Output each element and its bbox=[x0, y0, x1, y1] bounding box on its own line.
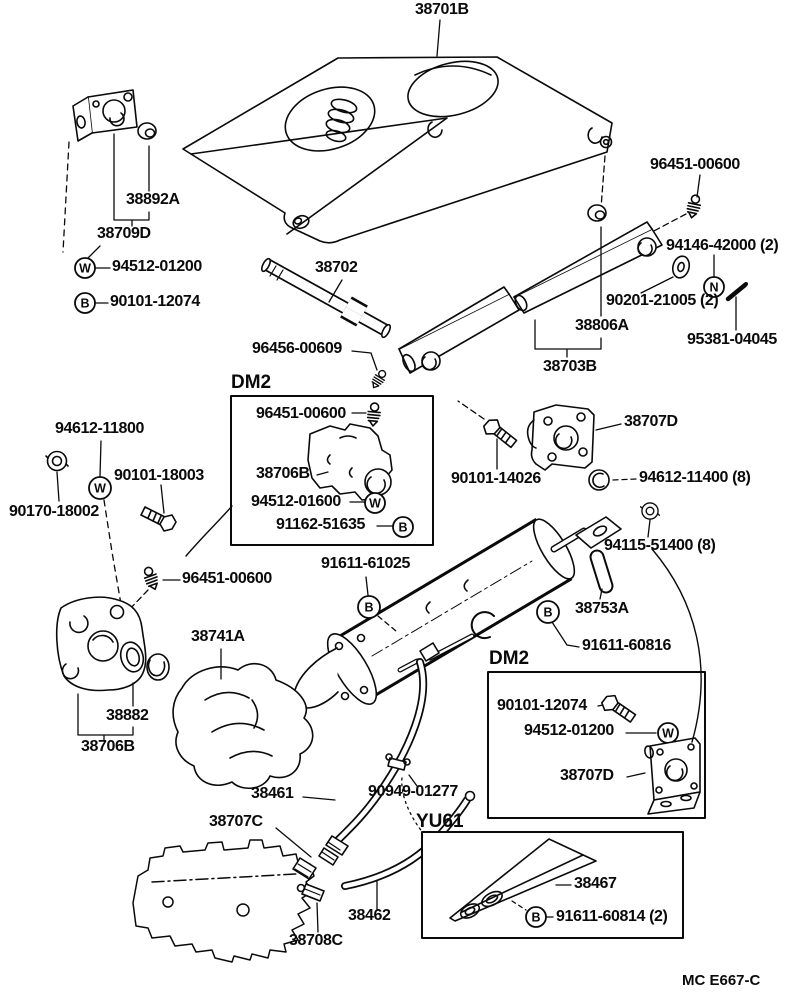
part-label-cyl-bolt-upper: 91611-61025 bbox=[321, 555, 411, 572]
part-label-hose-a: 38461 bbox=[251, 785, 294, 802]
part-label-fitting-mid: 96456-00609 bbox=[252, 340, 342, 357]
part-label-bracket-box2: 38707D bbox=[560, 767, 614, 784]
part-label-rail: 38703B bbox=[543, 358, 597, 375]
part-label-hose-b: 38462 bbox=[348, 907, 391, 924]
part-label-nut-lower: 94115-51400 (8) bbox=[604, 537, 716, 554]
part-label-nut-right: 94146-42000 (2) bbox=[666, 237, 779, 254]
part-label-bracket-center: 38707D bbox=[624, 413, 678, 430]
part-label-stud-top-right: 96451-00600 bbox=[650, 156, 740, 173]
part-label-stud-box1: 96451-00600 bbox=[256, 405, 346, 422]
power-cylinder-drawing: B B bbox=[289, 516, 622, 709]
part-label-plate-yu61: 38467 bbox=[574, 875, 617, 892]
part-label-bracket-top-left: 38709D bbox=[97, 225, 151, 242]
part-label-bolt-left: 90101-18003 bbox=[114, 467, 204, 484]
center-fastener-cluster bbox=[457, 400, 661, 538]
part-label-bolt-center: 90101-14026 bbox=[451, 470, 541, 487]
part-label-boot: 38741A bbox=[191, 628, 245, 645]
svg-text:W: W bbox=[662, 727, 674, 741]
part-label-washer-left: 94612-11800 bbox=[55, 420, 145, 437]
bolt-badge-top-left: B bbox=[74, 292, 109, 314]
part-label-stud-left-mount: 96451-00600 bbox=[182, 570, 272, 587]
part-label-washer-box2: 94512-01200 bbox=[524, 722, 614, 739]
right-fastener-cluster: N bbox=[640, 174, 748, 331]
part-label-bushing-rail: 38806A bbox=[575, 317, 629, 334]
part-label-washer-right: 90201-21005 (2) bbox=[606, 292, 719, 309]
part-label-bracket-mount: 38706B bbox=[81, 738, 135, 755]
flourish-curves bbox=[185, 505, 702, 743]
part-label-cyl-bolt-lower: 91611-60816 bbox=[582, 637, 672, 654]
washer-badge-top-left: W bbox=[74, 257, 111, 279]
part-label-rod: 38702 bbox=[315, 259, 358, 276]
yu61-box: B bbox=[421, 831, 684, 939]
svg-text:B: B bbox=[80, 297, 89, 311]
part-label-nut-left: 90170-18002 bbox=[9, 503, 99, 520]
part-label-bolt-top-left: 90101-12074 bbox=[110, 293, 200, 310]
part-label-bolt-yu61: 91611-60814 (2) bbox=[556, 908, 668, 925]
dm2-upper-box: W B bbox=[230, 395, 434, 546]
fitting-96456-drawing bbox=[351, 350, 389, 392]
part-label-bolt-box1: 91162-51635 bbox=[276, 516, 366, 533]
rail-bars-drawing bbox=[398, 204, 663, 374]
dm2-upper-title: DM2 bbox=[231, 372, 272, 393]
svg-text:W: W bbox=[369, 497, 381, 511]
part-label-washer-box1: 94512-01600 bbox=[251, 493, 341, 510]
svg-text:B: B bbox=[398, 521, 407, 535]
rod-drawing bbox=[260, 257, 392, 339]
svg-text:B: B bbox=[543, 606, 552, 620]
part-label-fitting-hose-a: 38707C bbox=[209, 813, 263, 830]
part-label-bushing-mount: 38882 bbox=[106, 707, 149, 724]
svg-text:B: B bbox=[364, 601, 373, 615]
gearbox-outline-drawing bbox=[132, 839, 315, 963]
drawing-code: MC E667-C bbox=[682, 972, 761, 989]
svg-text:B: B bbox=[531, 911, 540, 925]
part-label-bolt-box2: 90101-12074 bbox=[497, 697, 587, 714]
svg-text:N: N bbox=[709, 281, 718, 295]
spring-through-hole bbox=[325, 98, 358, 143]
dm2-lower-box: W bbox=[487, 671, 706, 819]
part-label-bushing-top-left: 38892A bbox=[126, 191, 180, 208]
mount-and-boot-drawing bbox=[55, 564, 314, 789]
yu61-title: YU61 bbox=[416, 811, 464, 832]
part-label-valve-box1: 38706B bbox=[256, 465, 310, 482]
part-label-clamp: 90949-01277 bbox=[368, 783, 458, 800]
svg-text:W: W bbox=[94, 482, 106, 496]
svg-text:W: W bbox=[79, 262, 91, 276]
part-label-pin-right: 95381-04045 bbox=[687, 331, 777, 348]
cover-plate-drawing bbox=[182, 19, 613, 244]
part-label-washer-top-left: 94512-01200 bbox=[112, 258, 202, 275]
part-label-clip-center: 94612-11400 (8) bbox=[639, 469, 751, 486]
part-label-damper: 38753A bbox=[575, 600, 629, 617]
dm2-lower-title: DM2 bbox=[489, 648, 530, 669]
left-fastener-cluster: W bbox=[45, 440, 177, 611]
part-label-cover: 38701B bbox=[415, 1, 469, 18]
part-label-fitting-hose-b: 38708C bbox=[289, 932, 343, 949]
top-left-bracket-drawing bbox=[62, 89, 157, 259]
